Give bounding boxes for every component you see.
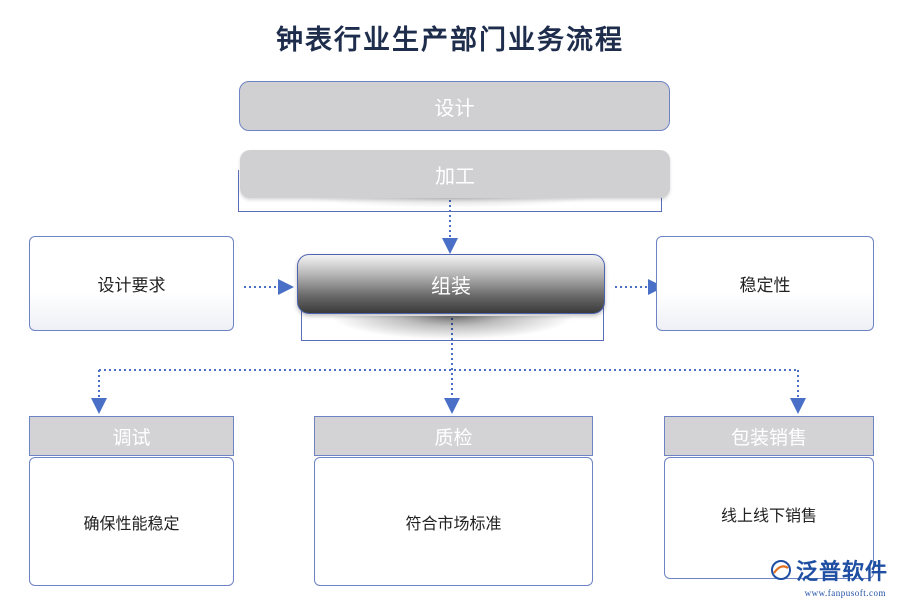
brand-logo-url: www.fanpusoft.com xyxy=(804,588,886,598)
node-packaging-sales-body: 线上线下销售 xyxy=(664,457,874,579)
node-assembly-label: 组装 xyxy=(431,273,471,298)
node-assembly: 组装 xyxy=(297,254,605,314)
node-packaging-sales-header: 包装销售 xyxy=(664,416,874,456)
node-packaging-sales-label: 包装销售 xyxy=(730,426,807,449)
node-quality-check-body: 符合市场标准 xyxy=(314,457,593,586)
node-design-requirements-label: 设计要求 xyxy=(97,276,166,296)
node-quality-check-description: 符合市场标准 xyxy=(405,513,502,533)
node-stability-label: 稳定性 xyxy=(739,276,791,296)
brand-logo-name: 泛普软件 xyxy=(795,560,888,585)
brand-logo: 泛普软件 xyxy=(770,554,888,586)
node-processing-shadow xyxy=(300,196,600,208)
node-debugging-body: 确保性能稳定 xyxy=(29,457,234,586)
node-assembly-shadow xyxy=(330,316,575,340)
node-debugging-header: 调试 xyxy=(29,416,234,456)
node-debugging-description: 确保性能稳定 xyxy=(83,513,180,533)
node-design: 设计 xyxy=(239,81,670,131)
node-design-requirements: 设计要求 xyxy=(29,236,234,331)
node-packaging-sales-description: 线上线下销售 xyxy=(720,506,817,525)
node-processing: 加工 xyxy=(240,150,670,198)
brand-logo-icon xyxy=(770,560,791,580)
node-debugging-label: 调试 xyxy=(112,426,151,449)
node-quality-check-header: 质检 xyxy=(314,416,593,456)
node-processing-label: 加工 xyxy=(435,163,475,188)
node-quality-check-label: 质检 xyxy=(434,426,473,449)
diagram-title: 钟表行业生产部门业务流程 xyxy=(276,25,624,56)
node-assembly-frame xyxy=(301,286,604,341)
node-design-label: 设计 xyxy=(434,95,475,120)
node-stability: 稳定性 xyxy=(656,236,874,331)
